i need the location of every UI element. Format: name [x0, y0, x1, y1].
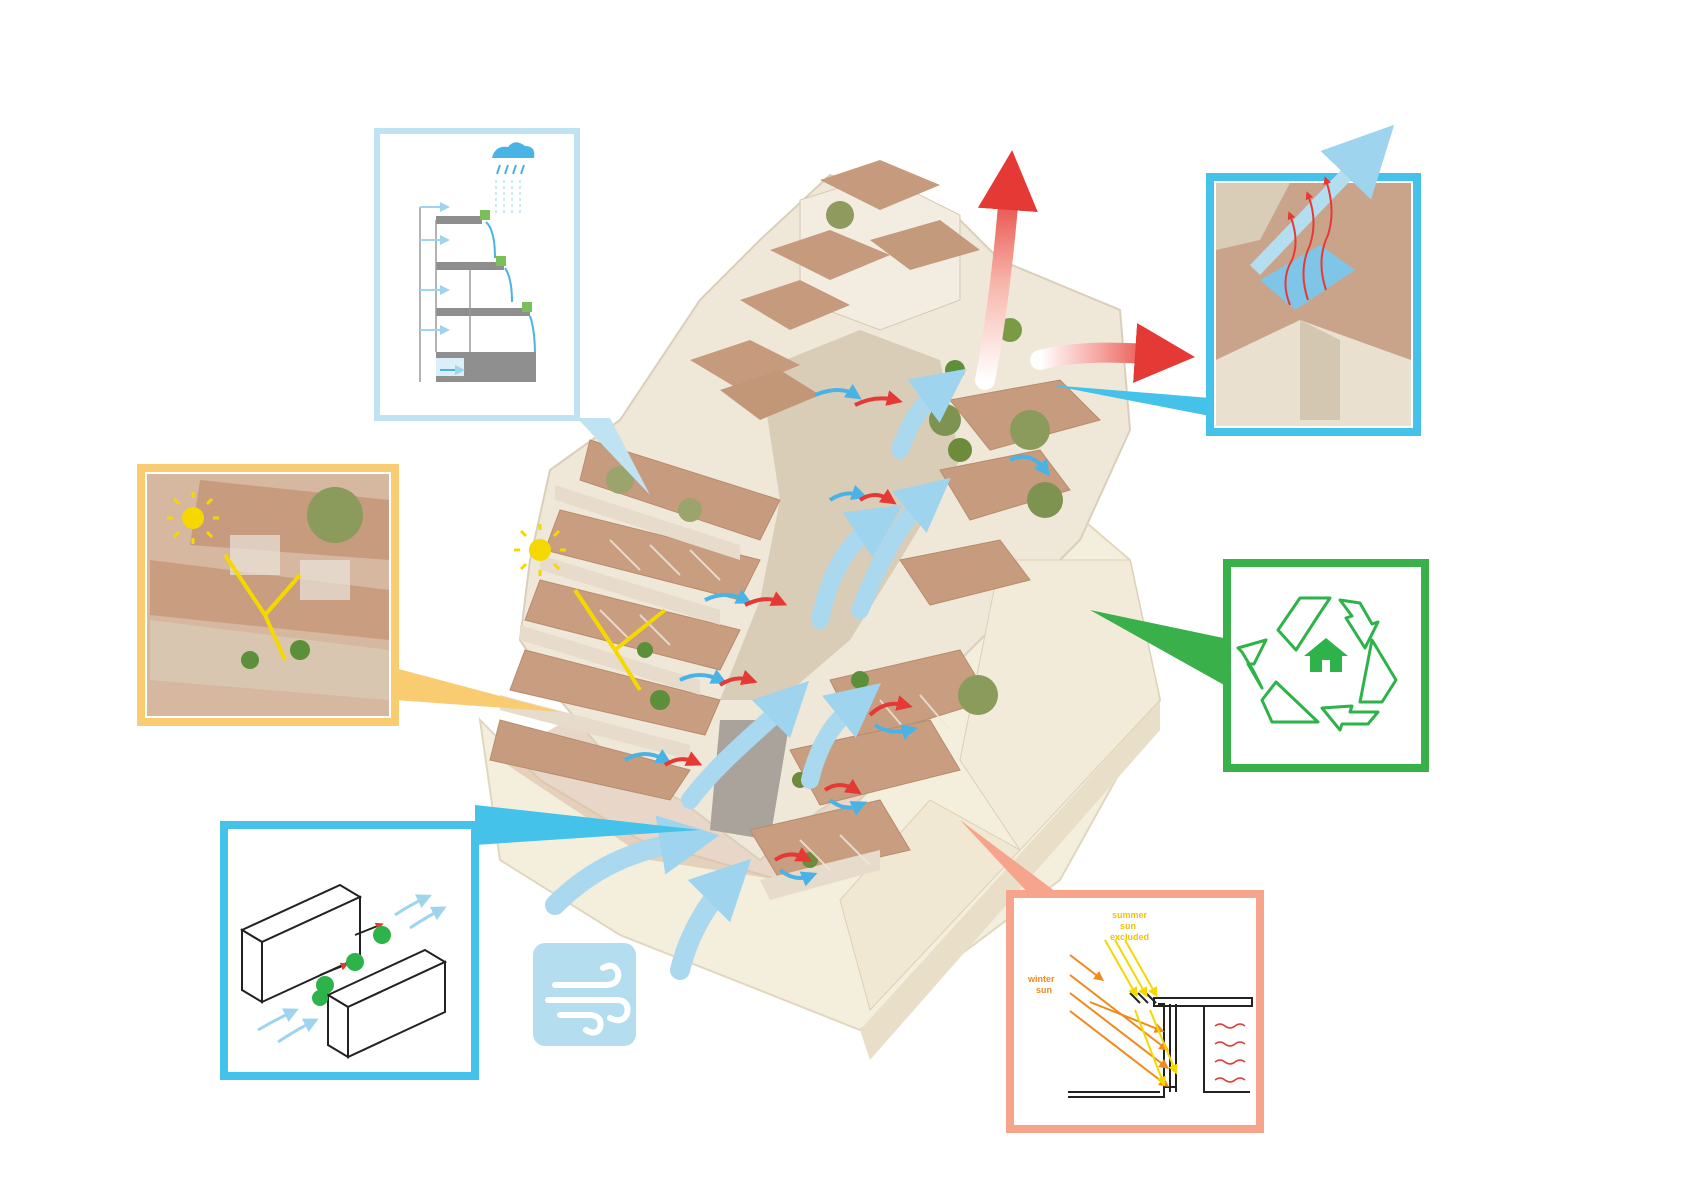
heat-exhaust-panel: [1206, 124, 1421, 436]
terrace-exchange-arrows: [623, 383, 1050, 887]
recycle-panel: [1223, 559, 1429, 772]
home-icon: [1304, 638, 1348, 672]
winter-sun-label-line1: winter: [1027, 974, 1055, 984]
thermal-mass-panel: summer sun excluded winter sun: [1006, 890, 1264, 1133]
wind-icon: [533, 943, 636, 1046]
rain-cloud-icon: [492, 142, 535, 175]
winter-sun-label-line2: sun: [1036, 985, 1052, 995]
cross-ventilation-panel: [220, 821, 479, 1080]
summer-sun-label-line2: sun: [1120, 921, 1136, 931]
building-model: [478, 160, 1162, 1060]
summer-sun-label-line3: excluded: [1110, 932, 1149, 942]
airflow-arrows: [545, 150, 1195, 980]
recycle-icon: [1236, 596, 1398, 732]
sun-icon: [167, 492, 219, 544]
rain-harvesting-panel: [374, 128, 580, 421]
sun-rays: [573, 588, 667, 692]
sun-icon: [514, 524, 566, 576]
callout-connectors: [395, 385, 1233, 895]
summer-sun-label-line1: summer: [1112, 910, 1148, 920]
solar-shading-panel: [137, 464, 399, 726]
